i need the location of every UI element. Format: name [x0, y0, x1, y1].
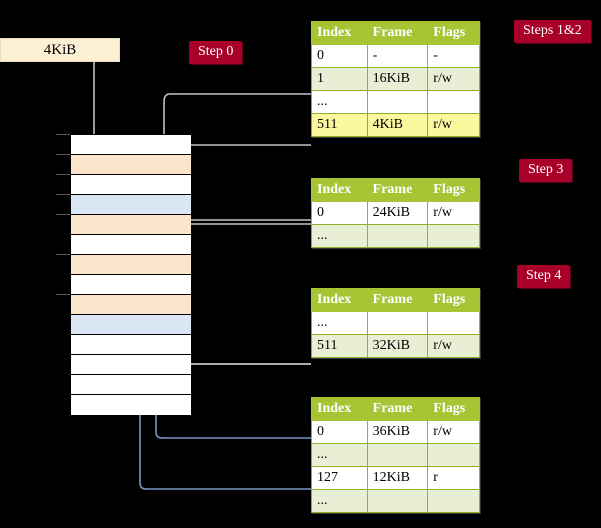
memory-row-7	[71, 275, 191, 295]
column-header-frame: Frame	[366, 178, 429, 202]
cell-index: 127	[311, 466, 368, 490]
memory-row-2	[71, 175, 191, 195]
memory-tick	[56, 214, 70, 215]
badge-step-0: Step 0	[189, 41, 243, 64]
cell-flags: r/w	[427, 201, 480, 225]
memory-tick	[56, 154, 70, 155]
column-header-flags: Flags	[427, 178, 480, 202]
cell-flags: r/w	[427, 67, 480, 91]
column-header-flags: Flags	[427, 288, 480, 312]
memory-row-1	[71, 155, 191, 175]
memory-row-9	[71, 315, 191, 335]
wire-memory-to-table3	[169, 299, 311, 365]
memory-row-11	[71, 355, 191, 375]
memory-row-6	[71, 255, 191, 275]
cell-flags	[427, 443, 480, 467]
column-header-frame: Frame	[366, 397, 429, 421]
cell-frame: 12KiB	[366, 466, 429, 490]
memory-tick	[56, 134, 70, 135]
cell-frame: -	[366, 44, 429, 68]
memory-row-13	[71, 395, 191, 415]
cell-index: 0	[311, 420, 368, 444]
cell-frame	[366, 489, 429, 513]
memory-row-12	[71, 375, 191, 395]
cell-flags: r/w	[427, 113, 480, 137]
cell-index: 1	[311, 67, 368, 91]
cell-flags	[427, 311, 480, 335]
column-header-index: Index	[311, 397, 368, 421]
cell-flags	[427, 90, 480, 114]
cell-index: 0	[311, 44, 368, 68]
cell-index: 511	[311, 334, 368, 358]
memory-row-5	[71, 235, 191, 255]
wire-table4-row0-to-memory	[149, 336, 311, 439]
column-header-frame: Frame	[366, 288, 429, 312]
table-row: ...	[311, 489, 480, 513]
cell-frame	[366, 311, 429, 335]
cell-flags	[427, 224, 480, 248]
cell-flags	[427, 489, 480, 513]
table-row: ...	[311, 224, 480, 248]
badge-step-3: Step 3	[519, 159, 573, 182]
cell-index: 0	[311, 201, 368, 225]
memory-row-0	[71, 135, 191, 155]
virtual-page-label: 4KiB	[43, 41, 77, 58]
column-header-index: Index	[311, 21, 368, 45]
column-header-flags: Flags	[427, 397, 480, 421]
table-row: ...	[311, 311, 480, 335]
cell-frame: 16KiB	[366, 67, 429, 91]
column-header-index: Index	[311, 288, 368, 312]
column-header-index: Index	[311, 178, 368, 202]
cell-frame: 24KiB	[366, 201, 429, 225]
cell-frame	[366, 224, 429, 248]
cell-frame	[366, 90, 429, 114]
cell-frame: 32KiB	[366, 334, 429, 358]
badge-step-4: Step 4	[517, 265, 571, 288]
badge-steps-1-2: Steps 1&2	[514, 20, 591, 43]
memory-tick	[56, 174, 70, 175]
cell-frame: 4KiB	[366, 113, 429, 137]
column-header-flags: Flags	[427, 21, 480, 45]
memory-tick	[56, 194, 70, 195]
cell-flags: r	[427, 466, 480, 490]
cell-index: ...	[311, 489, 368, 513]
physical-memory-column	[70, 134, 191, 415]
table-row: ...	[311, 90, 480, 114]
cell-flags: r/w	[427, 420, 480, 444]
cell-index: ...	[311, 443, 368, 467]
cell-index: ...	[311, 224, 368, 248]
wire-table1-to-memory	[163, 93, 311, 152]
memory-row-3	[71, 195, 191, 215]
cell-index: 511	[311, 113, 368, 137]
memory-row-10	[71, 335, 191, 355]
memory-tick	[56, 294, 70, 295]
column-header-frame: Frame	[366, 21, 429, 45]
cell-index: ...	[311, 90, 368, 114]
memory-tick	[56, 254, 70, 255]
cell-flags: -	[427, 44, 480, 68]
table-row: ...	[311, 443, 480, 467]
wire-table4-row127-to-memory	[133, 214, 311, 490]
cell-flags: r/w	[427, 334, 480, 358]
cell-frame: 36KiB	[366, 420, 429, 444]
memory-row-8	[71, 295, 191, 315]
cell-frame	[366, 443, 429, 467]
virtual-page-box: 4KiB	[0, 38, 120, 62]
table-row: 0--	[311, 44, 480, 68]
memory-row-4	[71, 215, 191, 235]
cell-index: ...	[311, 311, 368, 335]
